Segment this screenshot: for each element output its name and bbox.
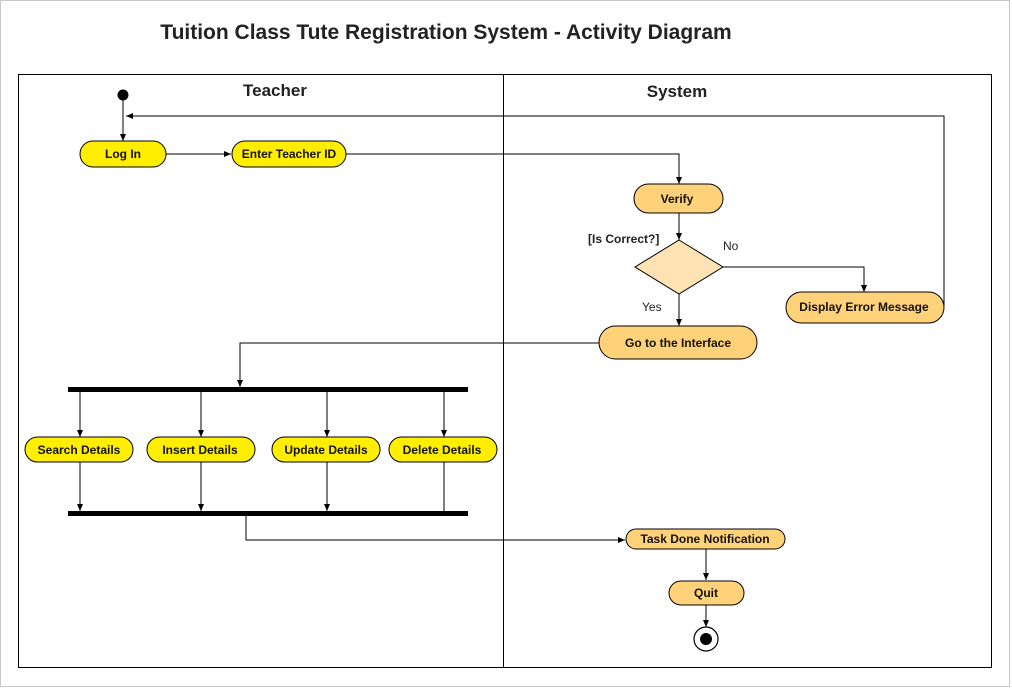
join-bar	[68, 511, 468, 516]
lane-title-teacher: Teacher	[243, 81, 307, 100]
guard-is-correct: [Is Correct?]	[588, 232, 659, 246]
activity-delete-details: Delete Details	[388, 436, 498, 463]
activity-enter-teacher-id: Enter Teacher ID	[231, 140, 347, 168]
guard-yes: Yes	[642, 300, 662, 314]
activity-task-done-notification: Task Done Notification	[625, 528, 786, 550]
svg-text:Log In: Log In	[105, 147, 141, 161]
initial-node	[117, 89, 129, 101]
lane-title-system: System	[647, 82, 707, 101]
svg-text:Quit: Quit	[694, 586, 718, 600]
final-node	[693, 626, 719, 652]
svg-text:Go to the Interface: Go to the Interface	[625, 336, 731, 350]
svg-text:Task Done Notification: Task Done Notification	[640, 532, 769, 546]
svg-text:Delete Details: Delete Details	[403, 443, 482, 457]
control-flows	[77, 100, 945, 627]
activity-go-to-interface: Go to the Interface	[598, 325, 758, 360]
svg-text:Verify: Verify	[661, 192, 694, 206]
svg-text:Enter Teacher ID: Enter Teacher ID	[242, 147, 337, 161]
activity-search-details: Search Details	[24, 436, 134, 463]
activity-verify: Verify	[633, 183, 724, 214]
swimlane-frame	[18, 74, 992, 668]
activity-display-error-message: Display Error Message	[785, 291, 945, 324]
fork-bar	[68, 387, 468, 392]
guard-no: No	[723, 239, 739, 253]
activity-quit: Quit	[668, 580, 745, 606]
svg-text:Insert Details: Insert Details	[162, 443, 238, 457]
activity-log-in: Log In	[79, 140, 167, 168]
decision-is-correct	[634, 239, 724, 295]
activity-insert-details: Insert Details	[146, 436, 256, 463]
svg-text:Update Details: Update Details	[284, 443, 368, 457]
svg-text:Display Error Message: Display Error Message	[799, 300, 929, 314]
svg-text:Search Details: Search Details	[38, 443, 121, 457]
diagram-title: Tuition Class Tute Registration System -…	[160, 21, 731, 44]
activity-update-details: Update Details	[271, 436, 381, 463]
